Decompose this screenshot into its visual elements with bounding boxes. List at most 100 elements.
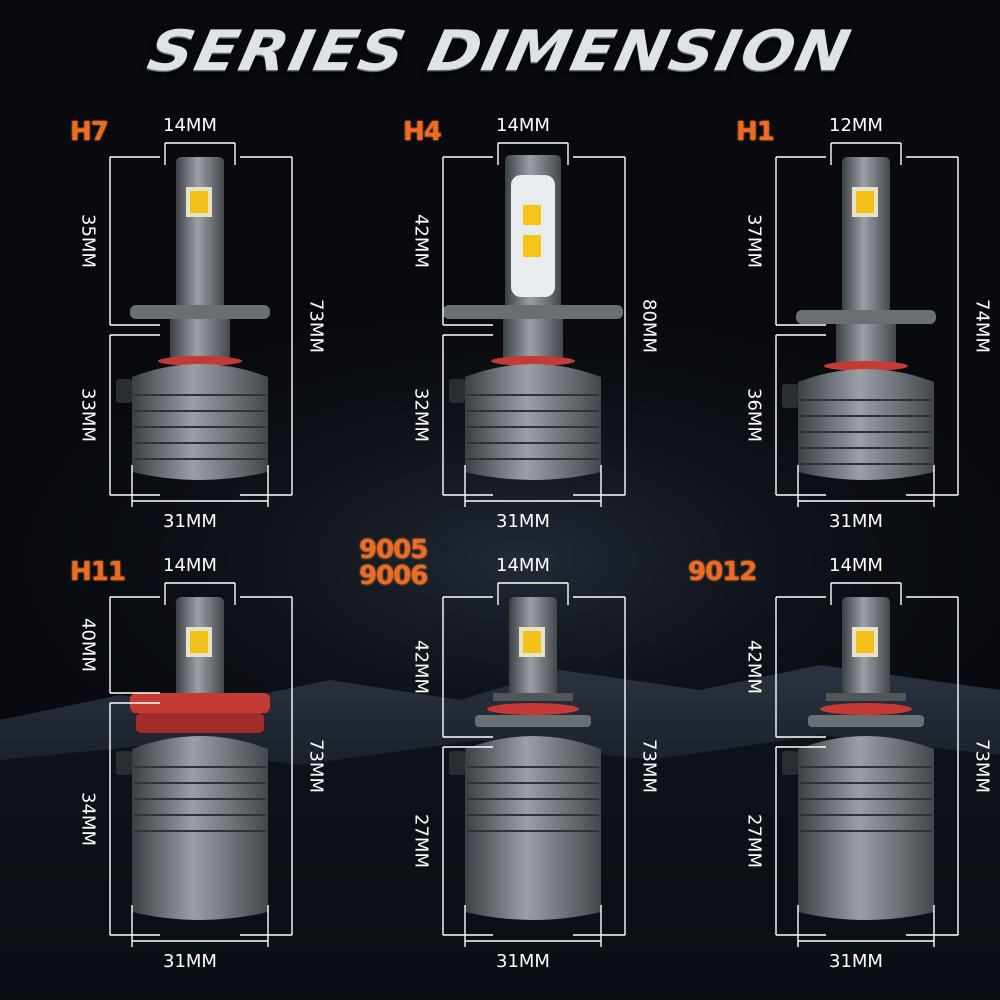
h7-neck — [170, 319, 230, 361]
h7-head-width-label: 14MM — [163, 115, 217, 136]
9005-bulb-illustration — [449, 597, 601, 920]
h11-lower-height-label: 34MM — [77, 792, 99, 846]
9005-lower-height-label: 27MM — [410, 814, 432, 868]
9012-heatsink — [798, 736, 934, 920]
h1-neck — [836, 324, 896, 366]
bulb-cell-h7: H7 14MM 35MM 33MM 73MM 31MM — [0, 105, 333, 545]
h11-dimension-diagram — [109, 582, 293, 947]
h11-upper-height-label: 40MM — [77, 618, 99, 672]
9005-heatsink — [465, 736, 601, 920]
h7-model-line: H7 — [70, 117, 109, 147]
h11-led-chip — [190, 631, 208, 653]
h7-bulb-illustration — [116, 157, 270, 480]
9012-model-line: 9012 — [688, 557, 757, 587]
9012-head-width-label: 14MM — [829, 555, 883, 576]
9012-bulb-illustration — [782, 597, 934, 920]
9012-seal-ring — [820, 703, 912, 715]
9012-collar — [826, 693, 906, 701]
bulb-cell-h4: H4 14MM 42MM 32MM 80MM 31MM — [333, 105, 666, 545]
h4-model-line: H4 — [403, 117, 442, 147]
h1-dimension-diagram — [775, 142, 959, 507]
h4-led-chip — [523, 235, 541, 257]
h11-socket-ring — [136, 713, 264, 733]
h1-led-chip — [856, 191, 874, 213]
h7-model-label: H7 — [70, 117, 109, 147]
9005-upper-height-label: 42MM — [410, 640, 432, 694]
h7-dimension-diagram — [109, 142, 293, 507]
h7-flange — [130, 305, 270, 319]
h1-base-width-label: 31MM — [829, 511, 883, 532]
9012-base-width-label: 31MM — [829, 951, 883, 972]
9012-connector — [782, 751, 798, 775]
h4-lower-height-label: 32MM — [410, 388, 432, 442]
h4-seal-ring — [491, 356, 575, 366]
h1-head-width-label: 12MM — [829, 115, 883, 136]
bulb-cell-h11: H11 14MM 40MM 34MM 73MM 31MM — [0, 545, 333, 985]
h4-model-label: H4 — [403, 117, 442, 147]
h7-head — [176, 157, 224, 305]
9005-flange — [475, 715, 591, 727]
h4-total-height-label: 80MM — [638, 299, 660, 353]
h4-dimension-diagram — [442, 142, 626, 507]
h11-model-line: H11 — [70, 557, 126, 587]
h11-connector — [116, 751, 132, 775]
h1-bulb-illustration — [782, 157, 936, 480]
h7-led-chip — [190, 191, 208, 213]
h11-bulb-illustration — [116, 597, 270, 920]
h4-neck — [503, 319, 563, 361]
h7-heatsink — [132, 364, 268, 480]
h7-lower-height-label: 33MM — [77, 388, 99, 442]
bulb-cell-h1: H1 12MM 37MM 36MM 74MM 31MM — [666, 105, 999, 545]
h1-flange — [796, 310, 936, 324]
page-title: SERIES DIMENSION — [142, 17, 858, 84]
9012-led-chip — [856, 631, 874, 653]
9005-model-line: 9006 — [359, 561, 428, 591]
bulb-cell-9012: 9012 14MM 42MM 27MM 73MM 31MM — [666, 545, 999, 985]
h11-socket-ring — [130, 693, 270, 713]
9005-total-height-label: 73MM — [638, 739, 660, 793]
h1-model-line: H1 — [736, 117, 775, 147]
h4-bulb-illustration — [443, 155, 623, 480]
9005-connector — [449, 751, 465, 775]
h7-total-height-label: 73MM — [305, 299, 327, 353]
h7-seal-ring — [158, 356, 242, 366]
9005-led-chip — [523, 631, 541, 653]
h4-connector — [449, 379, 465, 403]
h7-upper-height-label: 35MM — [77, 214, 99, 268]
9012-total-height-label: 73MM — [971, 739, 993, 793]
h1-upper-height-label: 37MM — [743, 214, 765, 268]
h4-upper-height-label: 42MM — [410, 214, 432, 268]
9005-dimension-diagram — [442, 582, 626, 947]
h11-total-height-label: 73MM — [305, 739, 327, 793]
h11-model-label: H11 — [70, 557, 126, 587]
9012-lower-height-label: 27MM — [743, 814, 765, 868]
9005-seal-ring — [487, 703, 579, 715]
9012-dimension-diagram — [775, 582, 959, 947]
h11-heatsink — [132, 736, 268, 920]
h1-seal-ring — [824, 361, 908, 371]
h11-base-width-label: 31MM — [163, 951, 217, 972]
h4-led-chip — [523, 205, 541, 225]
h1-connector — [782, 384, 798, 408]
9012-model-label: 9012 — [688, 557, 757, 587]
h11-head-width-label: 14MM — [163, 555, 217, 576]
h4-head-width-label: 14MM — [496, 115, 550, 136]
h1-model-label: H1 — [736, 117, 775, 147]
9012-upper-height-label: 42MM — [743, 640, 765, 694]
h1-heatsink — [798, 369, 934, 480]
h1-total-height-label: 74MM — [971, 299, 993, 353]
9005-collar — [493, 693, 573, 701]
9005-model-line: 9005 — [359, 535, 428, 565]
9005-base-width-label: 31MM — [496, 951, 550, 972]
h1-lower-height-label: 36MM — [743, 388, 765, 442]
9005-head-width-label: 14MM — [496, 555, 550, 576]
h1-head — [842, 157, 890, 310]
h4-heatsink — [465, 364, 601, 480]
9012-flange — [808, 715, 924, 727]
h7-connector — [116, 379, 132, 403]
h7-base-width-label: 31MM — [163, 511, 217, 532]
h4-flange — [443, 305, 623, 319]
h4-base-width-label: 31MM — [496, 511, 550, 532]
